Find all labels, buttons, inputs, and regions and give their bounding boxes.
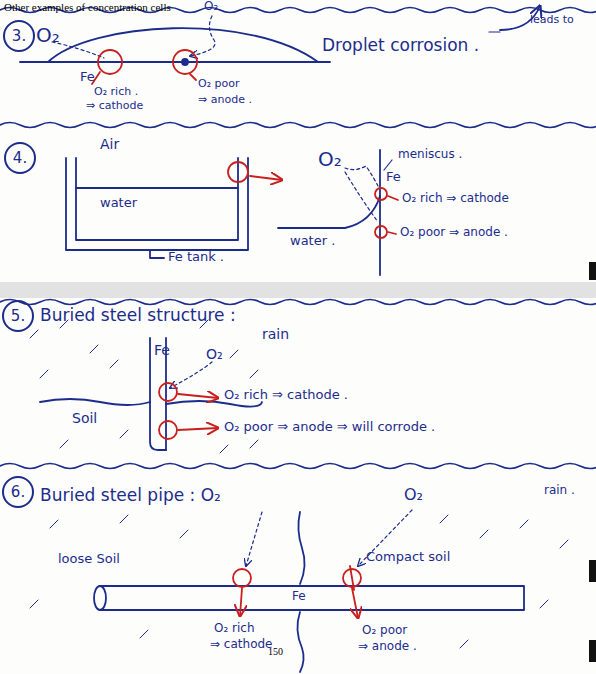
section-number-text: 3.	[12, 27, 26, 45]
note-label: O₂ poor	[362, 624, 407, 638]
note-label: O₂	[36, 24, 60, 47]
stroke	[250, 440, 258, 448]
note-label: ⇒ anode .	[358, 640, 417, 654]
note-label: Buried steel pipe : O₂	[40, 486, 221, 506]
note-label: meniscus .	[398, 148, 462, 162]
section-number-text: 5.	[11, 307, 25, 325]
note-label: Fe tank .	[168, 250, 224, 265]
stroke	[460, 640, 468, 648]
stroke	[560, 540, 568, 548]
section-number: 3.	[3, 20, 35, 52]
section-number: 6.	[2, 476, 34, 508]
note-label: O₂ rich ⇒ cathode	[402, 192, 509, 206]
note-label: Fe	[80, 70, 95, 85]
stroke	[40, 370, 48, 378]
stroke	[60, 440, 68, 448]
note-label: ⇒ cathode	[86, 100, 143, 113]
stroke	[0, 300, 596, 305]
stroke	[30, 330, 38, 338]
note-label: Air	[100, 136, 119, 152]
stroke	[110, 360, 118, 368]
note-label: Fe	[386, 170, 401, 185]
stroke	[250, 370, 258, 378]
note-label: O₂	[404, 486, 423, 504]
note-label: leads to	[530, 14, 574, 27]
stroke	[140, 630, 148, 638]
note-label: O₂ rich .	[94, 86, 138, 99]
stroke	[230, 350, 238, 358]
stroke	[220, 445, 228, 453]
note-label: O₂	[204, 0, 218, 14]
stroke	[480, 530, 488, 538]
note-label: O₂ poor ⇒ anode .	[400, 226, 508, 240]
note-label: ⇒ anode .	[198, 94, 252, 107]
note-label: loose Soil	[58, 552, 120, 567]
note-label: 150	[268, 646, 283, 658]
note-label: Fe	[154, 342, 170, 358]
stroke	[440, 515, 448, 523]
note-label: rain	[262, 326, 289, 342]
note-label: water .	[290, 234, 335, 249]
note-label: O₂	[206, 346, 223, 362]
section-number-text: 4.	[13, 149, 27, 167]
stroke	[180, 530, 188, 538]
stroke	[0, 123, 596, 128]
note-label: O₂ poor ⇒ anode ⇒ will corrode .	[224, 420, 435, 435]
note-label: Compact soil	[366, 550, 450, 565]
stroke	[520, 520, 528, 528]
note-label: Buried steel structure :	[40, 306, 236, 326]
note-label: O₂	[318, 148, 342, 171]
stroke	[50, 520, 58, 528]
stroke	[0, 464, 596, 469]
note-label: Soil	[72, 410, 97, 426]
section-number-text: 6.	[11, 483, 25, 501]
note-label: water	[100, 196, 137, 211]
page-title: Other examples of concentration cells	[4, 1, 171, 13]
stroke	[540, 600, 548, 608]
stroke	[90, 345, 98, 353]
section-number: 4.	[4, 142, 36, 174]
stroke	[120, 515, 128, 523]
note-label: O₂ poor	[198, 78, 240, 91]
note-label: rain .	[544, 484, 575, 498]
note-label: ⇒ cathode	[210, 638, 272, 652]
stroke	[120, 430, 128, 438]
note-label: O₂ rich	[214, 622, 255, 636]
note-label: Fe	[292, 590, 306, 604]
note-label: Droplet corrosion .	[322, 36, 479, 56]
stroke	[30, 600, 38, 608]
section-number: 5.	[2, 300, 34, 332]
note-label: O₂ rich ⇒ cathode .	[224, 388, 348, 403]
